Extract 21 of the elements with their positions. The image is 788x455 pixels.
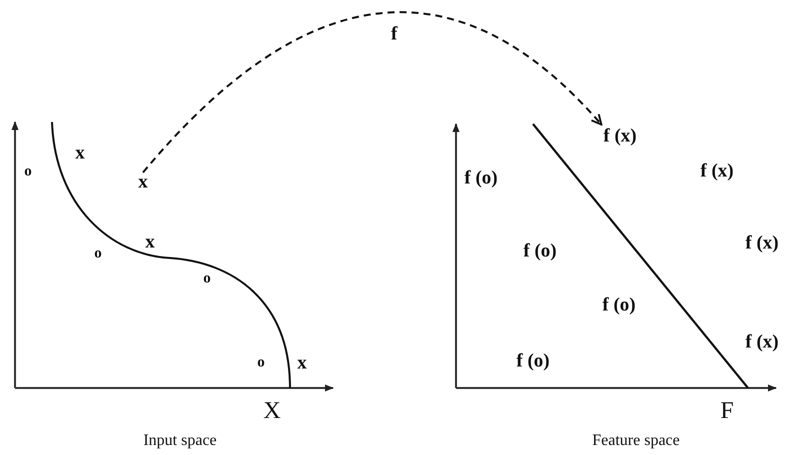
class-label: o [24,164,32,180]
mapped-label: f (x) [700,162,734,180]
panel-caption: Input space [143,433,217,449]
mapped-label: f (x) [745,234,779,252]
class-label: o [203,272,211,286]
mapped-label: f (o) [602,296,636,314]
panel-caption: Feature space [592,433,680,449]
class-label: x [75,144,85,162]
class-label: x [297,354,307,372]
mapping-arrow [142,12,602,174]
axis-label: X [263,399,281,423]
data-point-label: x [138,172,148,192]
class-label: o [94,246,102,262]
class-label: o [257,356,265,370]
axis-label: F [720,399,734,423]
mapped-label: f (o) [464,168,498,188]
class-label: x [145,232,155,252]
mapped-point-label: f (x) [603,126,637,146]
mapped-label: f (o) [523,242,557,260]
mapped-label: f (x) [745,332,779,352]
mapped-label: f (o) [516,352,550,370]
